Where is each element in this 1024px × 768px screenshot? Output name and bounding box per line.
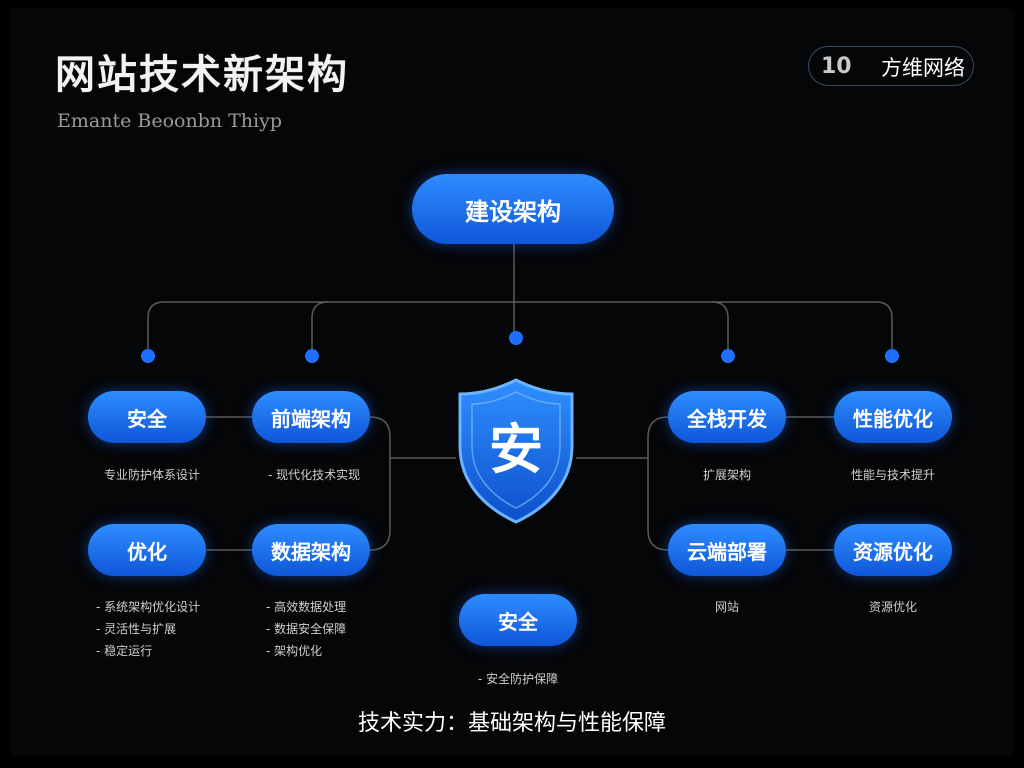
node-dot	[141, 349, 155, 363]
desc-line: - 灵活性与扩展	[96, 622, 177, 636]
shield-icon: 安	[456, 376, 576, 526]
badge-number: 10	[821, 54, 852, 79]
node-right-outer-top[interactable]: 性能优化	[834, 391, 952, 443]
node-left-outer-bottom[interactable]: 优化	[88, 524, 206, 576]
slide-caption: 技术实力：基础架构与性能保障	[357, 711, 666, 736]
node-left-inner-bottom[interactable]: 数据架构	[252, 524, 370, 576]
bus-drop-4	[711, 301, 729, 356]
node-right-inner-top[interactable]: 全栈开发	[668, 391, 786, 443]
shield-char: 安	[489, 418, 543, 481]
node-dot	[885, 349, 899, 363]
bus-drop-2	[311, 301, 329, 356]
desc-line: - 高效数据处理	[266, 600, 347, 614]
desc-bottom: - 安全防护保障	[477, 672, 559, 686]
node-right-inner-bottom[interactable]: 云端部署	[668, 524, 786, 576]
desc-line: - 稳定运行	[96, 644, 153, 658]
node-dot	[509, 331, 523, 345]
node-dot	[721, 349, 735, 363]
node-left-inner-top[interactable]: 前端架构	[252, 391, 370, 443]
desc-line: - 架构优化	[266, 644, 323, 658]
desc-left-inner-top: - 现代化技术实现	[268, 468, 361, 482]
right-bracket	[647, 416, 669, 551]
desc-left-outer-top: 专业防护体系设计	[104, 468, 201, 482]
node-bottom[interactable]: 安全	[459, 594, 577, 646]
brand-name: 方维网络	[881, 56, 965, 80]
desc-left-inner-bottom: - 高效数据处理 - 数据安全保障 - 架构优化	[266, 596, 346, 662]
desc-right-inner-top: 扩展架构	[702, 468, 751, 482]
desc-line: - 数据安全保障	[266, 622, 347, 636]
node-left-outer-top[interactable]: 安全	[88, 391, 206, 443]
root-node[interactable]: 建设架构	[412, 174, 614, 244]
top-bus	[147, 301, 893, 356]
node-right-outer-bottom[interactable]: 资源优化	[834, 524, 952, 576]
desc-right-outer-top: 性能与技术提升	[850, 468, 935, 482]
page-subtitle: Emante Beoonbn Thiyp	[57, 110, 283, 132]
desc-right-inner-bottom: 网站	[714, 600, 739, 614]
desc-right-outer-bottom: 资源优化	[868, 600, 917, 614]
left-bracket	[369, 416, 391, 551]
desc-line: - 系统架构优化设计	[96, 600, 201, 614]
brand-badge: 10 方维网络	[808, 46, 974, 86]
desc-left-outer-bottom: - 系统架构优化设计 - 灵活性与扩展 - 稳定运行	[96, 596, 200, 662]
page-title: 网站技术新架构	[55, 52, 349, 98]
node-dot	[305, 349, 319, 363]
